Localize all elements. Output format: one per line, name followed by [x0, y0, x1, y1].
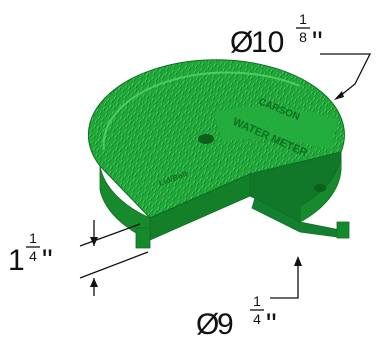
- outer-diameter-denominator: 8: [299, 29, 307, 45]
- lid-bolt-hole: [198, 134, 214, 144]
- inner-diameter-whole: 9: [217, 308, 234, 341]
- lid-label-band: [215, 106, 338, 150]
- outer-diameter-arrow: [334, 91, 344, 100]
- lid-top-surface: [87, 59, 345, 219]
- inner-diameter-leader: [270, 262, 299, 299]
- inner-diameter-unit: ": [266, 308, 277, 341]
- outer-diameter-unit: ": [312, 26, 323, 59]
- inner-diameter-denominator: 4: [253, 311, 261, 327]
- lid-slot-hole: [314, 184, 326, 192]
- outer-diameter-whole: 10: [251, 26, 284, 59]
- height-extension-bottom: [79, 251, 149, 279]
- outer-diameter-numerator: 1: [299, 11, 307, 27]
- inner-diameter-arrow: [294, 256, 302, 266]
- inner-diameter-dimension: Ø 9 1 4 ": [196, 256, 302, 341]
- meter-lid: CARSON WATER METER Lid/Bolt: [87, 59, 350, 249]
- outer-diameter-dimension: Ø 10 1 8 ": [230, 11, 372, 100]
- lid-tab-left: [135, 227, 151, 249]
- outer-diameter-leader: [320, 53, 372, 97]
- outer-diameter-symbol: Ø: [230, 26, 253, 59]
- height-whole: 1: [8, 244, 25, 277]
- height-arrow-upper: [90, 237, 98, 246]
- lid-notch-edge: [149, 151, 342, 219]
- height-numerator: 1: [29, 230, 37, 246]
- height-unit: ": [42, 244, 53, 277]
- height-arrow-lower: [90, 278, 98, 287]
- height-denominator: 4: [29, 248, 37, 264]
- inner-diameter-symbol: Ø: [196, 308, 219, 341]
- inner-diameter-numerator: 1: [253, 293, 261, 309]
- lid-tab-right: [336, 221, 350, 239]
- height-extension-top: [79, 223, 141, 247]
- lid-rim-highlight: [102, 71, 301, 151]
- height-dimension: 1 1 4 ": [8, 220, 149, 296]
